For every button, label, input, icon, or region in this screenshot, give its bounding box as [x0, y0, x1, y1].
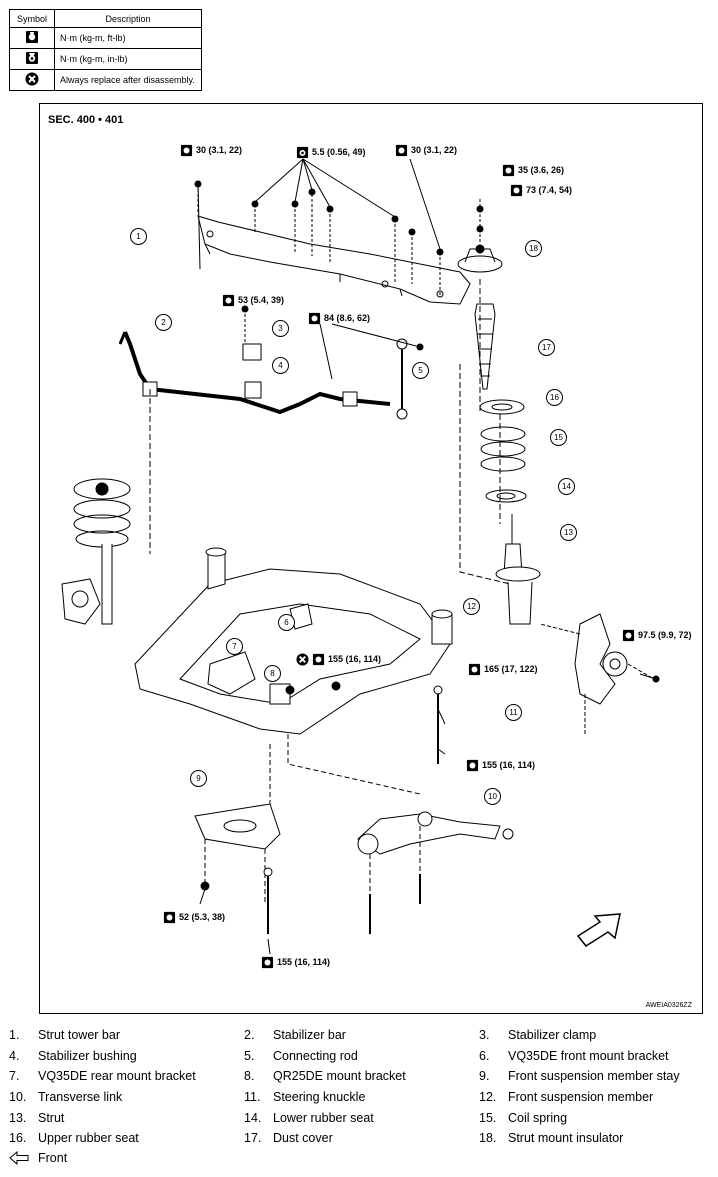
callout-7: 7: [226, 638, 243, 655]
replace-x-icon: [9, 69, 55, 91]
list-item: 12.Front suspension member: [479, 1090, 654, 1105]
torque-value: 155 (16, 114): [328, 653, 382, 664]
legend-row-text: N·m (kg-m, ft-lb): [54, 27, 202, 49]
figure-code: AWEIA0326ZZ: [645, 1002, 692, 1009]
torque-label: 165 (17, 122): [468, 663, 538, 676]
callout-8: 8: [264, 665, 281, 682]
torque-label: 53 (5.4, 39): [222, 294, 284, 307]
torque-value: 53 (5.4, 39): [238, 294, 285, 305]
torque-wrench-icon: [261, 956, 274, 969]
list-item: 10.Transverse link: [9, 1090, 123, 1105]
torque-wrench-icon: [466, 759, 479, 772]
list-item: 17.Dust cover: [244, 1131, 333, 1146]
torque-wrench-inlb-icon: [9, 48, 55, 70]
list-item: 2.Stabilizer bar: [244, 1028, 346, 1043]
torque-wrench-icon: [222, 294, 235, 307]
list-item: 3.Stabilizer clamp: [479, 1028, 597, 1043]
callout-4: 4: [272, 357, 289, 374]
torque-value: 30 (3.1, 22): [196, 144, 243, 155]
callout-14: 14: [558, 478, 575, 495]
torque-label: 155 (16, 114): [261, 956, 330, 969]
callout-2: 2: [155, 314, 172, 331]
torque-wrench-icon: [468, 663, 481, 676]
exploded-diagram: SEC. 400 • 401: [39, 103, 703, 1014]
list-item: 7.VQ35DE rear mount bracket: [9, 1069, 196, 1084]
torque-label: 30 (3.1, 22): [180, 144, 242, 157]
callout-13: 13: [560, 524, 577, 541]
legend-header-symbol: Symbol: [9, 9, 55, 28]
callout-18: 18: [525, 240, 542, 257]
callout-1: 1: [130, 228, 147, 245]
parts-list: 1.Strut tower bar 2.Stabilizer bar 3.Sta…: [9, 1025, 714, 1149]
torque-label: 97.5 (9.9, 72): [622, 629, 692, 642]
list-item: 1.Strut tower bar: [9, 1028, 120, 1043]
list-item: 9.Front suspension member stay: [479, 1069, 680, 1084]
list-item: 15.Coil spring: [479, 1110, 568, 1125]
torque-wrench-inlb-icon: [296, 146, 309, 159]
torque-value: 73 (7.4, 54): [526, 184, 573, 195]
front-label: Front: [38, 1151, 68, 1165]
torque-wrench-icon: [308, 312, 321, 325]
torque-value: 84 (8.6, 62): [324, 312, 371, 323]
legend-row-text: Always replace after disassembly.: [54, 69, 202, 91]
torque-value: 52 (5.3, 38): [179, 911, 226, 922]
callout-9: 9: [190, 770, 207, 787]
suspension-drawing: [61, 158, 660, 955]
torque-value: 97.5 (9.9, 72): [638, 629, 692, 640]
front-arrow-icon: [9, 1151, 29, 1165]
torque-wrench-icon: [395, 144, 408, 157]
torque-label: 155 (16, 114): [466, 759, 535, 772]
replace-x-icon: [296, 653, 309, 666]
list-item: 5.Connecting rod: [244, 1048, 358, 1063]
list-item: 11.Steering knuckle: [244, 1090, 366, 1105]
legend-row-text: N·m (kg-m, in-lb): [54, 48, 202, 70]
torque-label: 5.5 (0.56, 49): [296, 146, 366, 159]
callout-16: 16: [546, 389, 563, 406]
legend-header-description: Description: [54, 9, 202, 28]
list-item: 4.Stabilizer bushing: [9, 1048, 137, 1063]
callout-11: 11: [505, 704, 522, 721]
torque-value: 155 (16, 114): [277, 956, 331, 967]
callout-5: 5: [412, 362, 429, 379]
torque-wrench-icon: [9, 27, 55, 49]
callout-12: 12: [463, 598, 480, 615]
list-item: 6.VQ35DE front mount bracket: [479, 1048, 669, 1063]
section-label: SEC. 400 • 401: [48, 114, 124, 126]
torque-label: 84 (8.6, 62): [308, 312, 370, 325]
torque-label: 30 (3.1, 22): [395, 144, 457, 157]
torque-wrench-icon: [180, 144, 193, 157]
torque-label: 73 (7.4, 54): [510, 184, 572, 197]
torque-value: 155 (16, 114): [482, 759, 536, 770]
front-direction-legend: Front: [9, 1151, 67, 1165]
torque-value: 35 (3.6, 26): [518, 164, 565, 175]
torque-wrench-icon: [622, 629, 635, 642]
torque-value: 5.5 (0.56, 49): [312, 146, 366, 157]
torque-wrench-icon: [163, 911, 176, 924]
callout-15: 15: [550, 429, 567, 446]
torque-wrench-icon: [312, 653, 325, 666]
list-item: 13.Strut: [9, 1110, 65, 1125]
torque-wrench-icon: [510, 184, 523, 197]
callout-10: 10: [484, 788, 501, 805]
callout-17: 17: [538, 339, 555, 356]
torque-label: 52 (5.3, 38): [163, 911, 225, 924]
callout-3: 3: [272, 320, 289, 337]
list-item: 16.Upper rubber seat: [9, 1131, 139, 1146]
torque-label: 35 (3.6, 26): [502, 164, 564, 177]
torque-value: 165 (17, 122): [484, 663, 538, 674]
callout-6: 6: [278, 614, 295, 631]
list-item: 14.Lower rubber seat: [244, 1110, 374, 1125]
list-item: 18.Strut mount insulator: [479, 1131, 624, 1146]
symbol-legend-table: Symbol Description N·m (kg-m, ft-lb) N·m…: [9, 9, 202, 91]
list-item: 8.QR25DE mount bracket: [244, 1069, 406, 1084]
torque-label: 155 (16, 114): [296, 653, 381, 666]
torque-wrench-icon: [502, 164, 515, 177]
torque-value: 30 (3.1, 22): [411, 144, 458, 155]
